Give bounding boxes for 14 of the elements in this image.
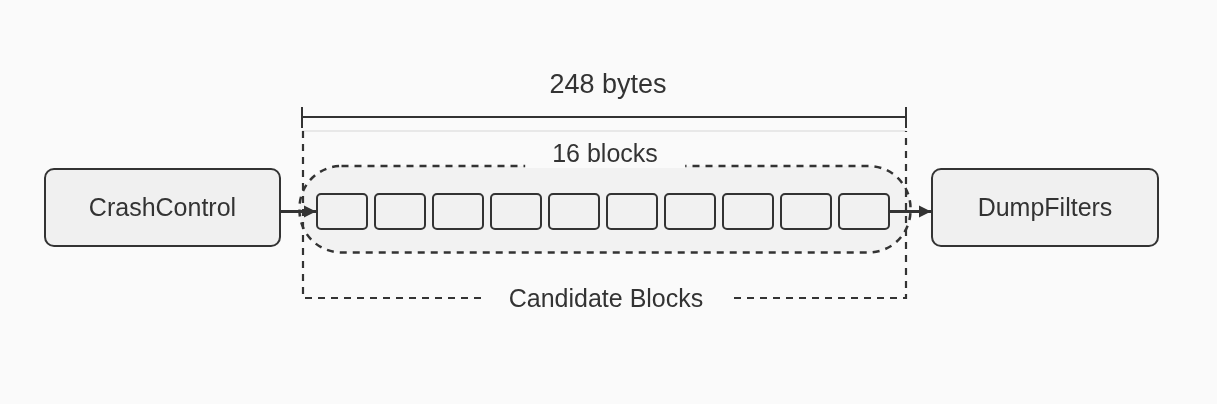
memory-block [664,193,716,230]
memory-block [490,193,542,230]
memory-block [374,193,426,230]
arrow [281,205,316,218]
memory-block [548,193,600,230]
memory-block [722,193,774,230]
memory-block [606,193,658,230]
memory-block [838,193,890,230]
memory-block [316,193,368,230]
memory-block [432,193,484,230]
process-box: DumpFilters [931,168,1159,247]
arrow [890,205,931,218]
process-box: CrashControl [44,168,281,247]
memory-block [780,193,832,230]
